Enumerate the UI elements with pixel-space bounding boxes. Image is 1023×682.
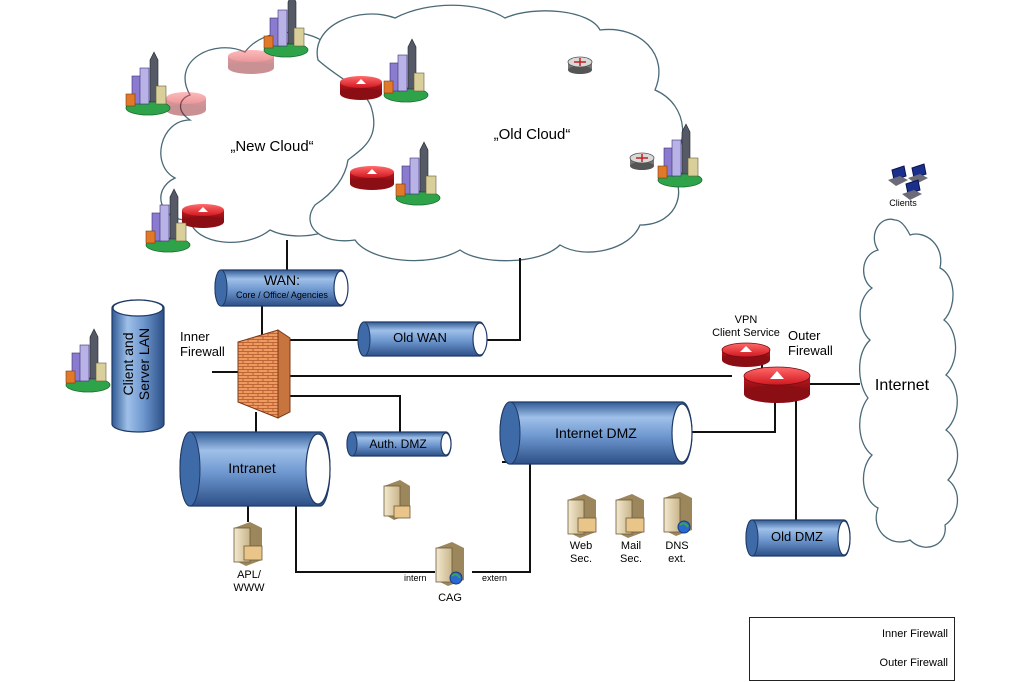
cloud-router-gray-2 bbox=[629, 152, 655, 170]
auth-dmz-server-icon bbox=[383, 480, 411, 520]
internet-label: Internet bbox=[874, 377, 930, 394]
vpn-line1: VPN bbox=[734, 314, 758, 326]
mail-sec-label: Mail Sec. bbox=[620, 540, 642, 565]
client-server-lan-line2: Server LAN bbox=[136, 327, 153, 401]
internet-cloud bbox=[859, 218, 959, 548]
cloud-router-red-1 bbox=[340, 76, 382, 100]
mail-line1: Mail bbox=[620, 540, 642, 552]
wan-title: WAN: bbox=[263, 272, 301, 288]
inner-firewall-line1: Inner bbox=[180, 329, 210, 344]
internet-dmz-label: Internet DMZ bbox=[555, 425, 637, 441]
clients-laptops-icon bbox=[888, 163, 928, 200]
building-cluster-icon-2 bbox=[263, 0, 309, 58]
outer-firewall-line1: Outer bbox=[788, 328, 821, 343]
vpn-line2: Client Service bbox=[712, 326, 780, 339]
apl-www-label: APL/ WWW bbox=[233, 569, 264, 594]
cloud-router-faded-2 bbox=[166, 92, 206, 116]
building-cluster-icon-5 bbox=[145, 188, 191, 253]
intern-label: intern bbox=[404, 573, 427, 583]
building-cluster-icon-1 bbox=[125, 51, 171, 116]
old-wan-tube bbox=[357, 321, 488, 357]
cloud-router-faded-1 bbox=[228, 50, 274, 74]
building-cluster-icon-7 bbox=[65, 328, 111, 393]
dns-line2: ext. bbox=[668, 552, 686, 565]
old-dmz-tube bbox=[745, 519, 851, 557]
cloud-router-gray-1 bbox=[567, 56, 593, 74]
dns-ext-server-icon bbox=[663, 492, 692, 536]
client-server-lan-tube bbox=[111, 299, 165, 433]
inner-firewall-line2: Firewall bbox=[180, 343, 225, 359]
web-line2: Sec. bbox=[569, 552, 593, 565]
internet-dmz-tube bbox=[499, 401, 693, 465]
building-cluster-icon-6 bbox=[657, 123, 703, 188]
dns-line1: DNS bbox=[665, 540, 689, 552]
legend-inner-firewall-text: Inner Firewall bbox=[881, 628, 948, 640]
outer-firewall-line2: Firewall bbox=[788, 342, 833, 358]
mail-sec-server-icon bbox=[615, 494, 645, 538]
cloud-router-red-2 bbox=[350, 166, 394, 190]
old-dmz-label: Old DMZ bbox=[771, 529, 823, 544]
clients-label: Clients bbox=[889, 198, 917, 208]
legend-outer-firewall-text: Outer Firewall bbox=[879, 657, 948, 669]
auth-dmz-label: Auth. DMZ bbox=[369, 437, 427, 451]
cag-server-icon bbox=[435, 542, 464, 586]
apl-line2: WWW bbox=[233, 581, 265, 594]
dns-ext-label: DNS ext. bbox=[665, 540, 688, 565]
inner-firewall-label: Inner Firewall bbox=[180, 329, 225, 360]
wan-tube bbox=[214, 269, 349, 307]
legend: Inner Firewall Outer Firewall bbox=[749, 617, 955, 681]
apl-www-server-icon bbox=[233, 522, 263, 566]
new-cloud-label: „New Cloud“ bbox=[230, 138, 314, 155]
building-cluster-icon-3 bbox=[383, 38, 429, 103]
extern-label: extern bbox=[482, 573, 508, 583]
vpn-router-icon bbox=[721, 342, 771, 367]
web-sec-server-icon bbox=[567, 494, 597, 538]
wan-subtitle: Core / Office/ Agencies bbox=[236, 290, 328, 300]
intranet-label: Intranet bbox=[228, 460, 276, 476]
vpn-client-service-label: VPN Client Service bbox=[712, 314, 780, 339]
old-wan-label: Old WAN bbox=[393, 330, 447, 345]
intranet-tube bbox=[179, 431, 331, 507]
client-server-lan-line1: Client and bbox=[120, 332, 136, 396]
auth-dmz-tube bbox=[346, 431, 452, 457]
cloud-router-red-3 bbox=[182, 204, 224, 228]
connection-lines bbox=[212, 240, 860, 573]
outer-firewall-label: Outer Firewall bbox=[788, 328, 833, 359]
web-sec-label: Web Sec. bbox=[570, 540, 592, 565]
building-cluster-icon-4 bbox=[395, 141, 441, 206]
mail-line2: Sec. bbox=[619, 552, 643, 565]
cag-label: CAG bbox=[438, 592, 462, 604]
client-server-lan-label: Client and Server LAN bbox=[120, 314, 156, 414]
web-line1: Web bbox=[569, 540, 593, 552]
apl-line1: APL/ bbox=[237, 569, 261, 581]
inner-firewall-icon bbox=[237, 329, 291, 419]
outer-firewall-router-icon bbox=[743, 366, 811, 403]
old-cloud-label: „Old Cloud“ bbox=[493, 126, 571, 143]
